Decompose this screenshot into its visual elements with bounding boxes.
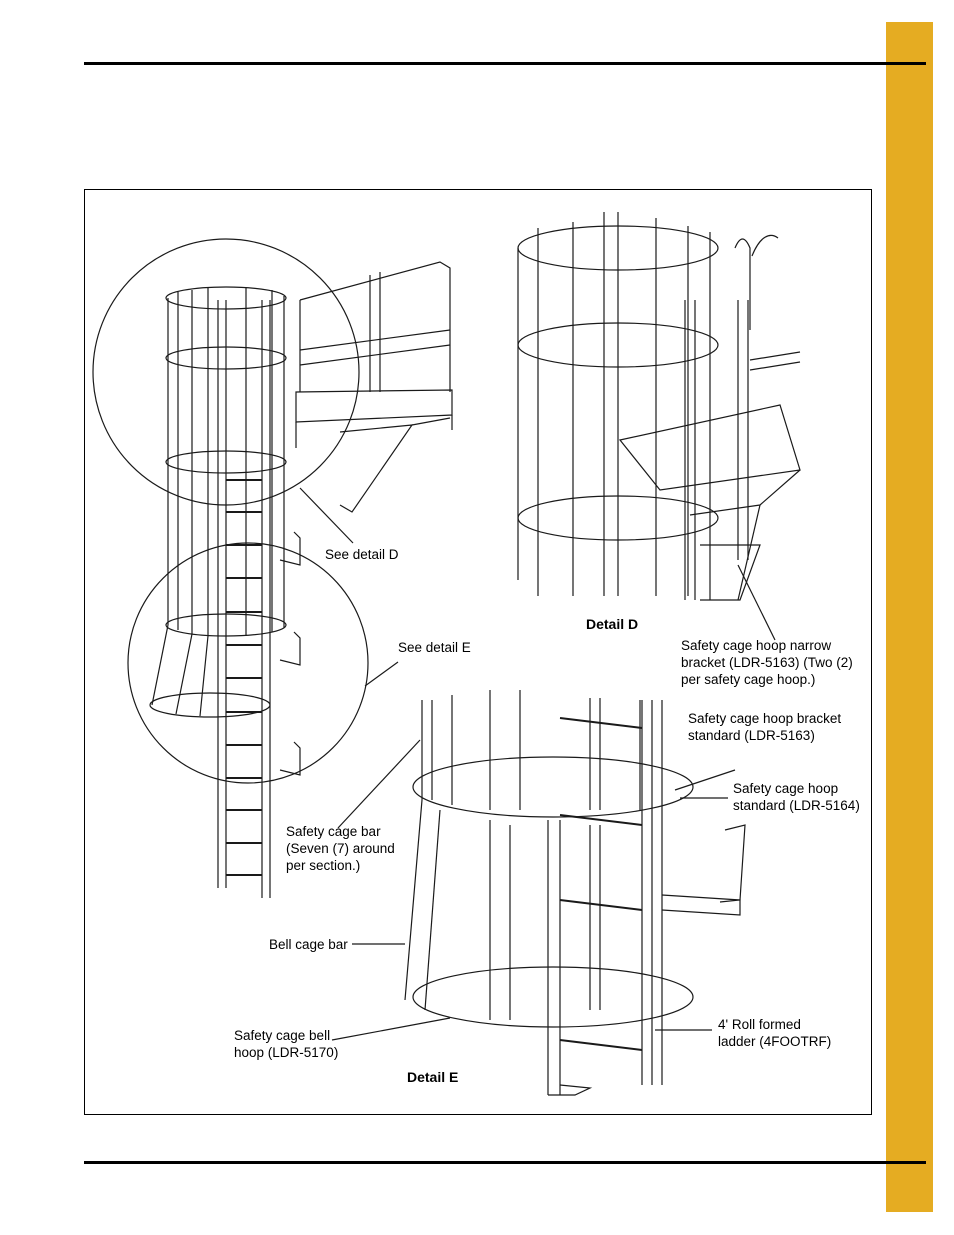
detail-d-drawing xyxy=(517,212,801,641)
detail-e-callout-circle xyxy=(127,542,369,784)
narrow-bracket-label: Safety cage hoop narrow bracket (LDR-516… xyxy=(681,638,853,687)
leader-see-detail-d xyxy=(299,487,354,544)
hoop-bracket-standard-label: Safety cage hoop bracket standard (LDR-5… xyxy=(688,711,842,743)
detail-d-title: Detail D xyxy=(586,616,639,632)
overview-ladder-drawing xyxy=(92,238,453,898)
detail-e-drawing xyxy=(331,690,746,1096)
cage-bar-label: Safety cage bar (Seven (7) around per se… xyxy=(286,824,395,873)
see-detail-e-label: See detail E xyxy=(398,640,471,655)
hoop-standard-label: Safety cage hoop standard (LDR-5164) xyxy=(733,781,860,813)
roll-formed-ladder-label: 4' Roll formed ladder (4FOOTRF) xyxy=(718,1017,832,1049)
bell-hoop-label: Safety cage bell hoop (LDR-5170) xyxy=(234,1028,339,1060)
leader-bell-hoop xyxy=(331,1017,451,1041)
leader-see-detail-e xyxy=(364,661,399,687)
footer-rule xyxy=(84,1161,926,1164)
leader-hoop-bracket xyxy=(674,769,736,791)
see-detail-d-label: See detail D xyxy=(325,547,399,562)
bell-cage-bar-label: Bell cage bar xyxy=(269,937,348,952)
leader-narrow-bracket xyxy=(737,564,776,641)
leader-cage-bar xyxy=(337,739,421,829)
section-side-tab xyxy=(886,22,933,1212)
detail-e-title: Detail E xyxy=(407,1069,459,1085)
figure-frame xyxy=(84,189,872,1115)
header-rule xyxy=(84,62,926,65)
